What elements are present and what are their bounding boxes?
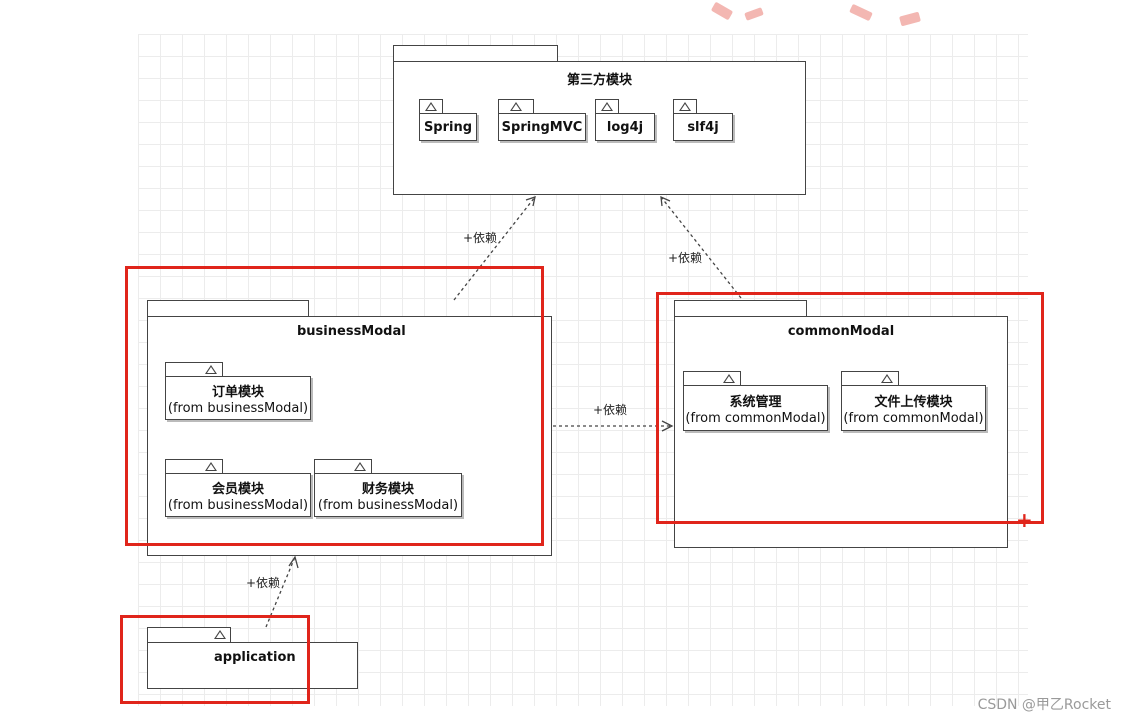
package-body: [683, 385, 828, 431]
package-title: application: [214, 650, 296, 665]
package-body: [498, 113, 586, 141]
package-system-management[interactable]: 系统管理 (from commonModal): [683, 371, 828, 431]
package-title: commonModal: [787, 324, 895, 339]
package-name: 财务模块: [361, 482, 414, 497]
package-body: [165, 376, 311, 420]
package-name: 会员模块: [211, 482, 264, 497]
package-finance[interactable]: 财务模块 (from businessModal): [314, 459, 462, 517]
package-spring[interactable]: Spring: [419, 99, 477, 141]
dependency-label: +依赖: [463, 231, 498, 245]
package-body: [314, 473, 462, 517]
package-origin: (from businessModal): [317, 498, 459, 513]
package-origin: (from businessModal): [167, 498, 309, 513]
triangle-icon: [723, 374, 735, 383]
package-springmvc[interactable]: SpringMVC: [498, 99, 586, 141]
package-title: businessModal: [297, 324, 406, 339]
package-body: [595, 113, 655, 141]
package-name: SpringMVC: [501, 120, 583, 135]
arrow-head: [661, 420, 674, 432]
triangle-icon: [679, 102, 691, 111]
highlight-application: [120, 615, 310, 704]
highlight-business-modal: [125, 266, 544, 546]
package-name: 系统管理: [729, 395, 782, 410]
package-file-upload[interactable]: 文件上传模块 (from commonModal): [841, 371, 986, 431]
package-body: [841, 385, 986, 431]
package-tab: [674, 300, 807, 317]
package-application[interactable]: application: [147, 627, 358, 689]
package-name: log4j: [606, 120, 644, 135]
package-origin: (from commonModal): [685, 411, 826, 426]
package-body: [147, 642, 358, 689]
package-common-modal[interactable]: commonModal 系统管理 (from commonModal) 文件上传…: [674, 300, 1008, 548]
triangle-icon: [214, 630, 226, 639]
package-body: [419, 113, 477, 141]
triangle-icon: [601, 102, 613, 111]
package-tab: [393, 45, 558, 62]
triangle-icon: [354, 462, 366, 471]
package-body: [165, 473, 311, 517]
arrow-head: [288, 555, 299, 569]
arrow-head: [525, 196, 536, 207]
triangle-icon: [205, 462, 217, 471]
package-name: Spring: [423, 120, 473, 135]
dependency-label: +依赖: [593, 403, 628, 417]
triangle-icon: [205, 365, 217, 374]
triangle-icon: [881, 374, 893, 383]
package-order[interactable]: 订单模块 (from businessModal): [165, 362, 311, 420]
watermark: CSDN @甲乙Rocket: [977, 697, 1111, 713]
package-member[interactable]: 会员模块 (from businessModal): [165, 459, 311, 517]
package-name: slf4j: [687, 120, 719, 135]
package-title: 第三方模块: [566, 73, 632, 88]
package-body: [673, 113, 733, 141]
highlight-common-modal: [656, 292, 1044, 524]
plus-cursor-icon: +: [1016, 508, 1033, 532]
package-business-modal[interactable]: businessModal 订单模块 (from businessModal) …: [147, 300, 552, 556]
arrow-head: [660, 195, 671, 207]
package-slf4j[interactable]: slf4j: [673, 99, 733, 141]
dependency-line: [453, 196, 536, 301]
dependency-label: +依赖: [668, 251, 703, 265]
package-tab: [147, 627, 231, 643]
package-log4j[interactable]: log4j: [595, 99, 655, 141]
package-name: 文件上传模块: [874, 395, 953, 410]
package-name: 订单模块: [211, 385, 264, 400]
package-origin: (from commonModal): [843, 411, 984, 426]
dependency-label: +依赖: [246, 576, 281, 590]
package-tab: [147, 300, 309, 317]
triangle-icon: [425, 102, 437, 111]
triangle-icon: [510, 102, 522, 111]
package-origin: (from businessModal): [167, 401, 309, 416]
dependency-line: [660, 196, 742, 299]
package-third-party[interactable]: 第三方模块 Spring SpringMVC log4j slf4j: [393, 45, 806, 195]
package-body: [674, 316, 1008, 548]
